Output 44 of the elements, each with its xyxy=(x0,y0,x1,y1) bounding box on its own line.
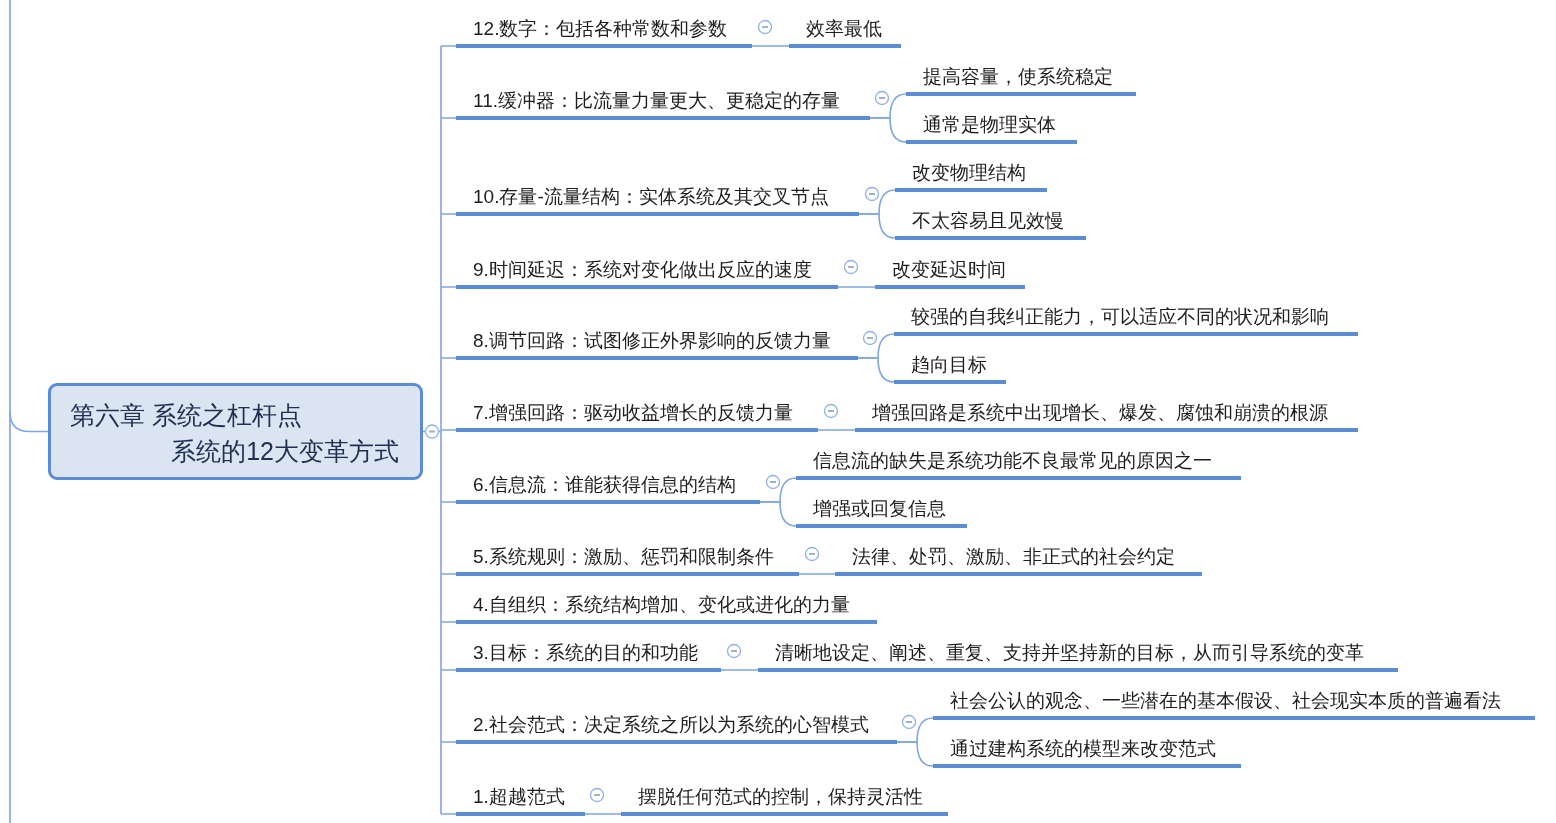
subtopic: 通过建构系统的模型来改变范式 xyxy=(933,734,1241,768)
subtopic: 信息流的缺失是系统功能不良最常见的原因之一 xyxy=(796,446,1241,480)
subtopic: 增强回路是系统中出现增长、爆发、腐蚀和崩溃的根源 xyxy=(855,398,1358,432)
branch-topic: 3.目标：系统的目的和功能 xyxy=(456,638,721,672)
branch-topic: 9.时间延迟：系统对变化做出反应的速度 xyxy=(456,255,838,289)
branch-topic: 7.增强回路：驱动收益增长的反馈力量 xyxy=(456,398,818,432)
subtopic: 通常是物理实体 xyxy=(906,110,1077,144)
subtopic: 摆脱任何范式的控制，保持灵活性 xyxy=(621,782,948,816)
branch-topic: 5.系统规则：激励、惩罚和限制条件 xyxy=(456,542,799,576)
connector-line xyxy=(896,741,934,767)
subtopic: 提高容量，使系统稳定 xyxy=(906,62,1136,96)
connector-line xyxy=(857,357,895,383)
connector-line xyxy=(798,573,836,575)
connector-line xyxy=(869,117,907,143)
connector-line xyxy=(584,813,622,815)
subtopic: 较强的自我纠正能力，可以适应不同的状况和影响 xyxy=(894,302,1358,336)
subtopic: 效率最低 xyxy=(789,14,901,48)
topic-subtitle: 系统的12大变革方式 xyxy=(171,436,399,466)
connector-line xyxy=(858,213,896,239)
branch-topic: 12.数字：包括各种常数和参数 xyxy=(456,14,752,48)
branch-topic: 2.社会范式：决定系统之所以为系统的心智模式 xyxy=(456,710,897,744)
subtopic: 改变延迟时间 xyxy=(875,255,1025,289)
topic-title: 第六章 系统之杠杆点 xyxy=(70,400,302,430)
branch-topic: 1.超越范式 xyxy=(456,782,585,816)
subtopic: 增强或回复信息 xyxy=(796,494,967,528)
branch-topic: 6.信息流：谁能获得信息的结构 xyxy=(456,470,760,504)
branch-topic: 8.调节回路：试图修正外界影响的反馈力量 xyxy=(456,326,858,360)
central-topic-box xyxy=(48,383,423,480)
subtopic: 趋向目标 xyxy=(894,350,1006,384)
connector-line xyxy=(720,669,759,671)
subtopic: 社会公认的观念、一些潜在的基本假设、社会现实本质的普遍看法 xyxy=(933,686,1535,720)
connector-line xyxy=(759,501,797,527)
subtopic: 法律、处罚、激励、非正式的社会约定 xyxy=(835,542,1202,576)
connector-line xyxy=(422,45,457,815)
branch-topic: 10.存量-流量结构：实体系统及其交叉节点 xyxy=(456,182,859,216)
branch-topic: 4.自组织：系统结构增加、变化或进化的力量 xyxy=(456,590,877,624)
subtopic: 清晰地设定、阐述、重复、支持并坚持新的目标，从而引导系统的变革 xyxy=(758,638,1398,672)
connector-line xyxy=(837,286,876,288)
subtopic: 改变物理结构 xyxy=(895,158,1047,192)
subtopic: 不太容易且见效慢 xyxy=(895,206,1086,240)
connector-line xyxy=(751,45,790,47)
branch-topic: 11.缓冲器：比流量力量更大、更稳定的存量 xyxy=(456,86,870,120)
connector-line xyxy=(9,411,49,433)
connector-line xyxy=(817,429,856,431)
